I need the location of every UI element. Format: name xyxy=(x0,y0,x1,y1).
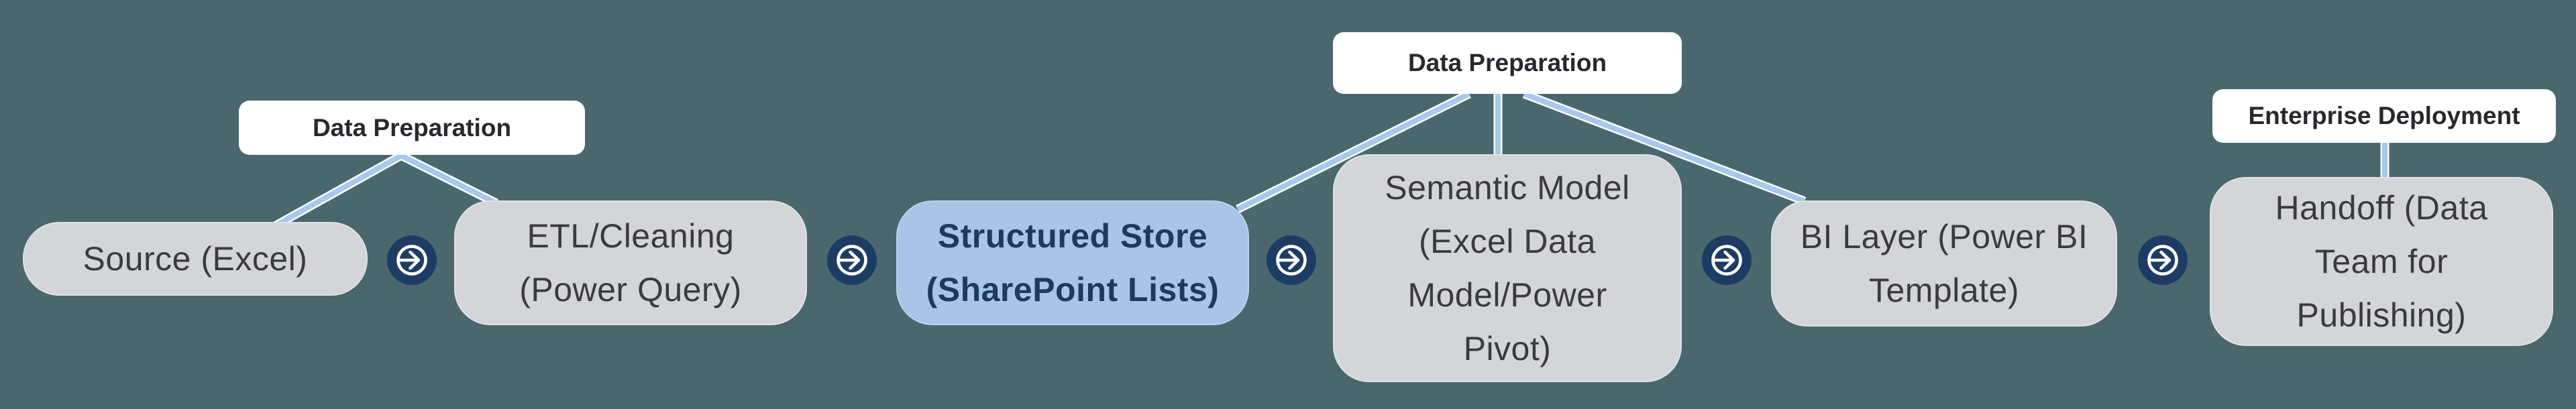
group-label-data-preparation-2: Data Preparation xyxy=(1333,32,1682,94)
node-structured-store: Structured Store (SharePoint Lists) xyxy=(896,200,1249,325)
arrow-right-circle-icon xyxy=(1267,235,1316,285)
group-label-text: Data Preparation xyxy=(312,113,512,141)
node-semantic-model-label: Semantic Model (Excel Data Model/Power P… xyxy=(1385,169,1630,367)
arrow-right-circle-icon xyxy=(387,235,437,285)
arrow-right-circle-icon-svg xyxy=(1702,235,1752,285)
node-structured-store-label: Structured Store (SharePoint Lists) xyxy=(926,217,1220,308)
connector-line-core xyxy=(260,91,2387,236)
connector-line xyxy=(260,153,498,236)
node-etl-cleaning-label: ETL/Cleaning (Power Query) xyxy=(519,217,742,308)
node-etl-cleaning: ETL/Cleaning (Power Query) xyxy=(454,200,807,325)
node-bi-layer: BI Layer (Power BI Template) xyxy=(1771,200,2117,327)
group-label-data-preparation-1: Data Preparation xyxy=(239,101,585,155)
node-handoff-label: Handoff (Data Team for Publishing) xyxy=(2275,189,2488,334)
group-label-text: Enterprise Deployment xyxy=(2248,102,2520,129)
group-label-text: Data Preparation xyxy=(1407,49,1607,76)
connector-line xyxy=(1523,91,1806,204)
arrow-right-circle-icon xyxy=(827,235,877,285)
arrow-right-circle-icon-svg xyxy=(387,235,437,285)
arrow-right-circle-icon-svg xyxy=(1267,235,1316,285)
arrow-right-circle-icon-svg xyxy=(2138,235,2188,285)
node-bi-layer-label: BI Layer (Power BI Template) xyxy=(1800,218,2088,309)
node-handoff: Handoff (Data Team for Publishing) xyxy=(2210,177,2553,346)
connector-line xyxy=(1236,91,1470,212)
arrow-right-circle-icon xyxy=(1702,235,1752,285)
node-semantic-model: Semantic Model (Excel Data Model/Power P… xyxy=(1333,154,1682,382)
arrow-right-circle-icon xyxy=(2138,235,2188,285)
node-source-label: Source (Excel) xyxy=(83,240,308,278)
group-label-enterprise-deployment: Enterprise Deployment xyxy=(2212,89,2556,143)
arrow-right-circle-icon-svg xyxy=(827,235,877,285)
node-source: Source (Excel) xyxy=(23,222,368,296)
